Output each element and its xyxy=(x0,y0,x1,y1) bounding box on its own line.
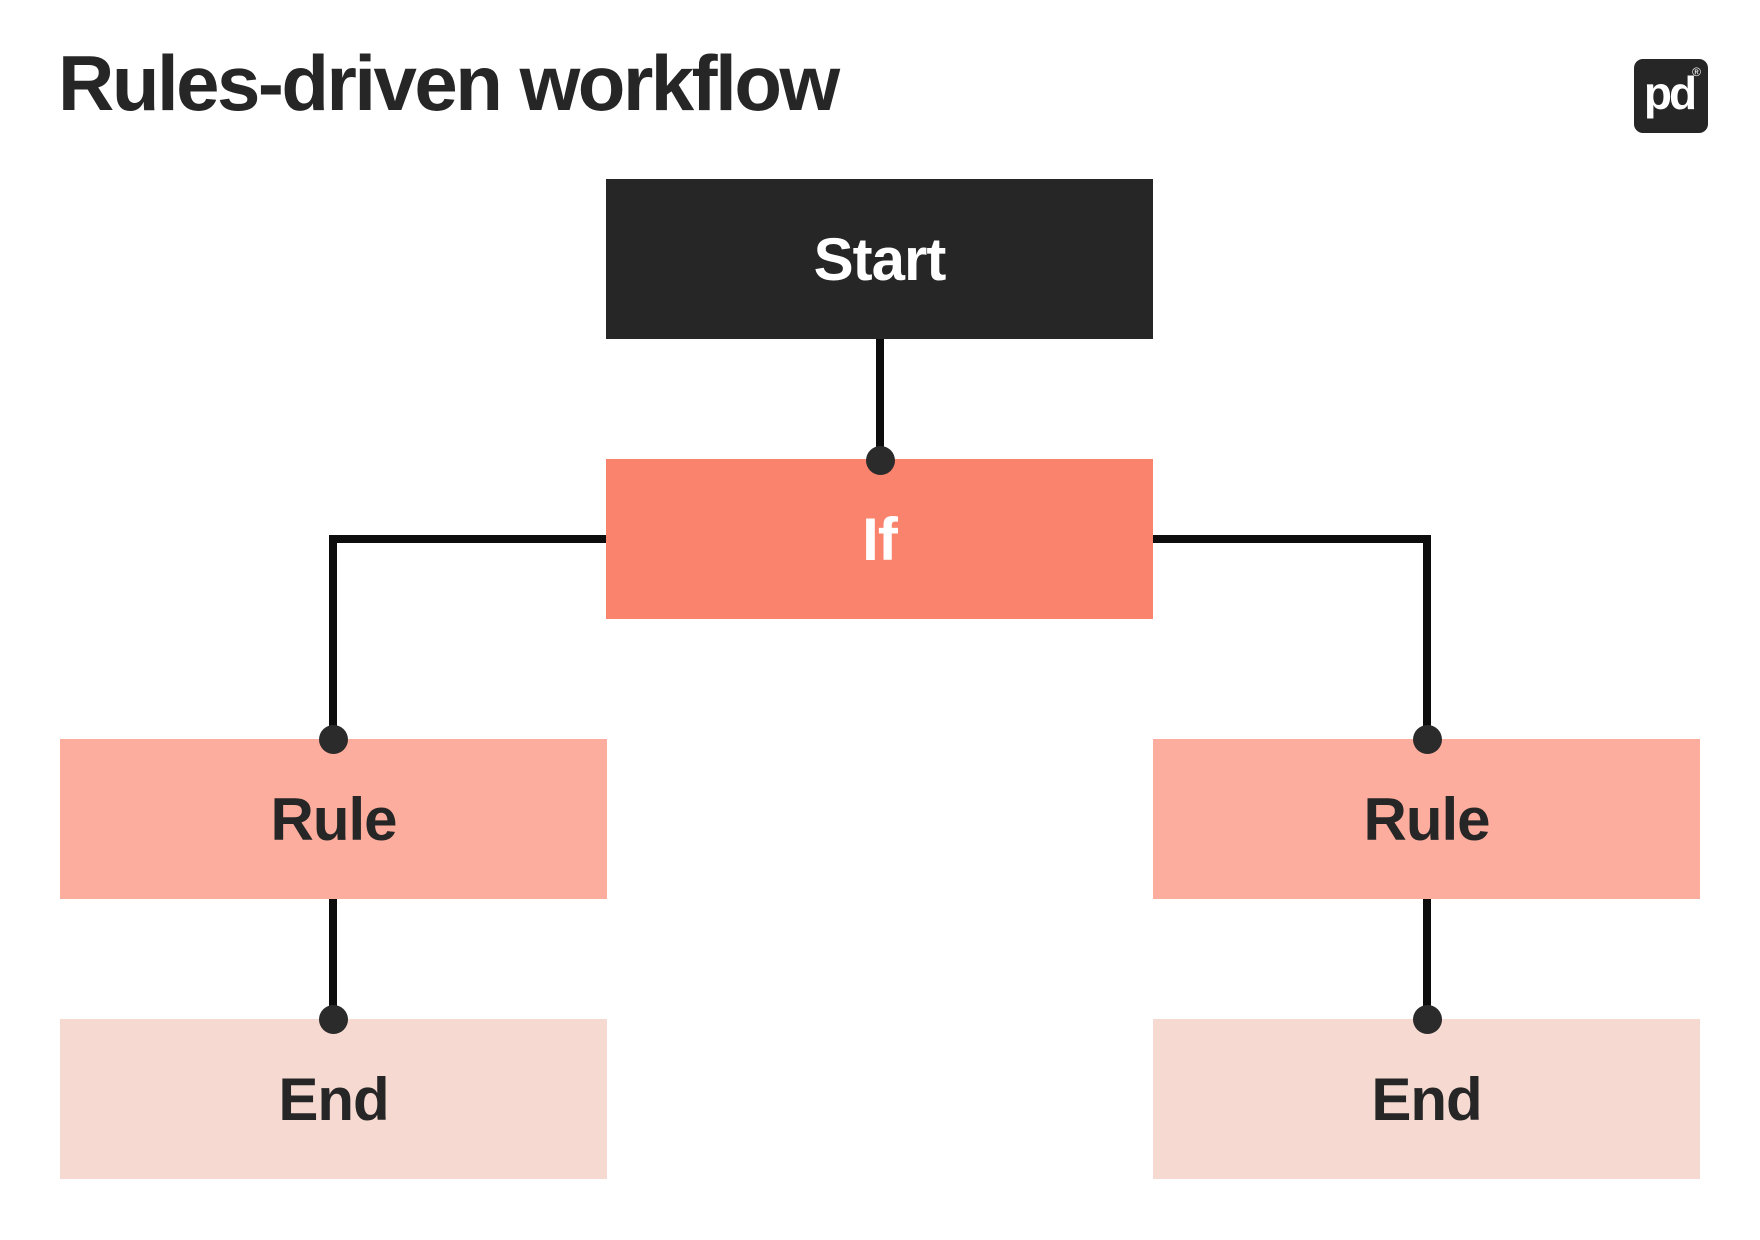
connector-dot-left-rule-top xyxy=(319,725,348,754)
node-rule-left-label: Rule xyxy=(270,785,397,853)
node-if: If xyxy=(606,459,1153,619)
connector-dot-right-end-top xyxy=(1413,1005,1442,1034)
node-if-label: If xyxy=(862,505,898,573)
node-end-right: End xyxy=(1153,1019,1700,1179)
connector-dot-if-top xyxy=(866,446,895,475)
connector-if-to-right-rule-vertical-line xyxy=(1423,535,1431,741)
registered-trademark-icon: ® xyxy=(1692,65,1701,79)
node-end-right-label: End xyxy=(1371,1065,1482,1133)
connector-left-rule-to-end-line xyxy=(329,899,337,1021)
connector-dot-left-end-top xyxy=(319,1005,348,1034)
node-end-left-label: End xyxy=(278,1065,389,1133)
connector-if-to-left-rule-vertical-line xyxy=(329,535,337,741)
connector-if-to-right-rule-horizontal-line xyxy=(1153,535,1431,543)
node-rule-left: Rule xyxy=(60,739,607,899)
connector-dot-right-rule-top xyxy=(1413,725,1442,754)
node-end-left: End xyxy=(60,1019,607,1179)
connector-right-rule-to-end-line xyxy=(1423,899,1431,1021)
pd-logo-mark: pd xyxy=(1643,66,1697,119)
connector-start-to-if-line xyxy=(876,339,884,463)
page-title: Rules-driven workflow xyxy=(58,39,840,127)
node-rule-right-label: Rule xyxy=(1363,785,1490,853)
pandadoc-logo: pd ® xyxy=(1634,59,1708,133)
connector-if-to-left-rule-horizontal-line xyxy=(329,535,607,543)
node-start-label: Start xyxy=(813,225,947,293)
node-start: Start xyxy=(606,179,1153,339)
node-rule-right: Rule xyxy=(1153,739,1700,899)
